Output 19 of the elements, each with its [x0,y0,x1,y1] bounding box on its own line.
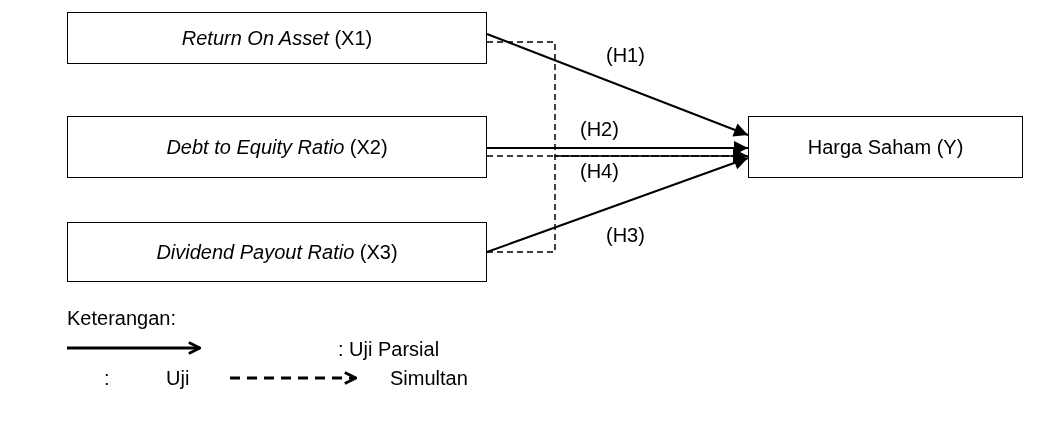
legend-text: : Uji Parsial [338,339,440,359]
legend-text: : [104,368,110,388]
variable-box [67,116,487,178]
arrow [486,141,749,155]
edge-label: (H2) [579,118,620,140]
variable-box [67,12,487,64]
node-label: Dividend Payout Ratio (X3) [156,240,398,264]
variable-box [67,222,487,282]
node-label: Debt to Equity Ratio (X2) [166,135,388,159]
variable-box [748,116,1023,178]
node-label: Harga Saham (Y) [807,135,964,159]
legend-text: Simultan [390,368,468,388]
legend-text: Uji [166,368,190,388]
edge-label: (H1) [605,44,646,66]
node-label: Return On Asset (X1) [181,26,373,50]
edge-label: (H3) [605,224,646,246]
edge-label: (H4) [579,160,620,182]
arrow [486,33,749,137]
legend-text: Keterangan: [67,308,176,328]
